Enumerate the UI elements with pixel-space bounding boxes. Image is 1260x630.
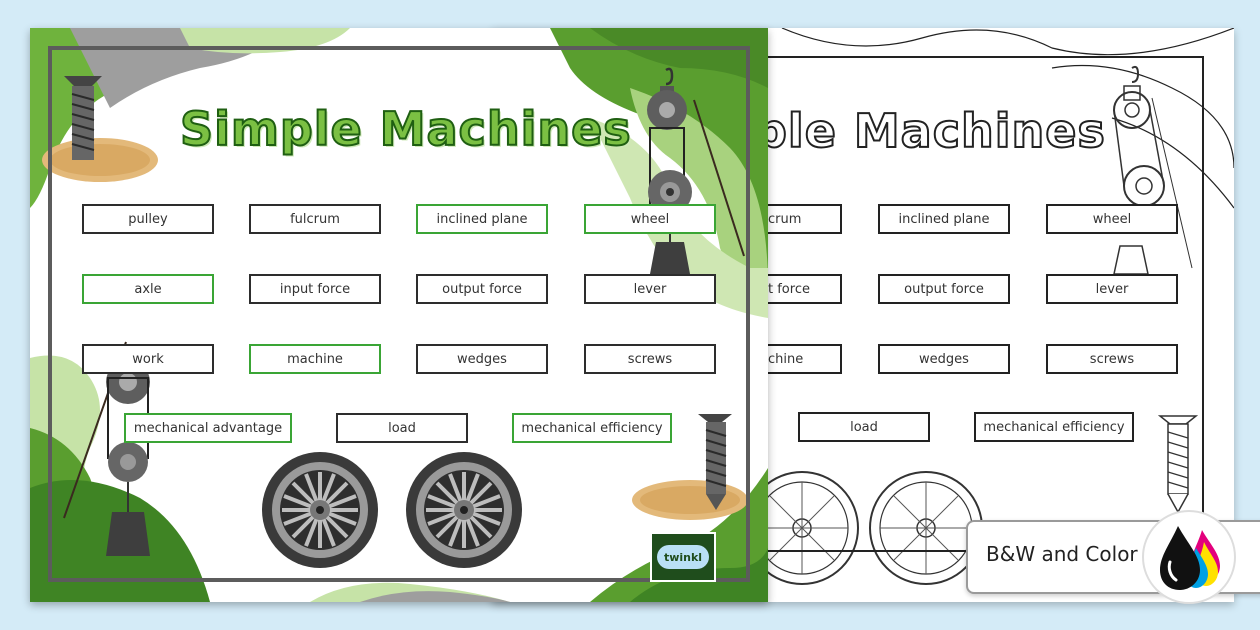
word-box-input-force: input force bbox=[249, 274, 381, 304]
wheel-icon-left bbox=[262, 452, 378, 568]
screw-on-wood-icon bbox=[42, 76, 158, 182]
word-box-mechanical-efficiency: mechanical efficiency bbox=[512, 413, 672, 443]
bw-word-box: mechanical efficiency bbox=[974, 412, 1134, 442]
word-box-output-force: output force bbox=[416, 274, 548, 304]
bw-word-box: output force bbox=[878, 274, 1010, 304]
word-box-wedges: wedges bbox=[416, 344, 548, 374]
word-box-pulley: pulley bbox=[82, 204, 214, 234]
twinkl-logo: twinkl bbox=[650, 532, 716, 582]
word-box-machine: machine bbox=[249, 344, 381, 374]
screw-on-wood-icon bbox=[632, 414, 748, 520]
word-box-inclined-plane: inclined plane bbox=[416, 204, 548, 234]
pulley-icon bbox=[647, 67, 745, 274]
bw-word-box: wheel bbox=[1046, 204, 1178, 234]
word-box-lever: lever bbox=[584, 274, 716, 304]
worksheet-title: Simple Machines bbox=[179, 101, 632, 157]
bw-word-box: inclined plane bbox=[878, 204, 1010, 234]
twinkl-logo-text: twinkl bbox=[657, 545, 709, 569]
bw-word-box: wedges bbox=[878, 344, 1010, 374]
wheel-icon-right bbox=[406, 452, 522, 568]
word-box-screws: screws bbox=[584, 344, 716, 374]
format-badge: B&W and Color bbox=[966, 510, 1260, 604]
word-box-mechanical-advantage: mechanical advantage bbox=[124, 413, 292, 443]
bw-word-box: load bbox=[798, 412, 930, 442]
color-worksheet-border bbox=[48, 46, 750, 582]
bw-worksheet-title: ple Machines bbox=[753, 103, 1106, 159]
bw-word-box: screws bbox=[1046, 344, 1178, 374]
bw-word-box: lever bbox=[1046, 274, 1178, 304]
format-badge-label: B&W and Color bbox=[986, 542, 1138, 566]
bw-background-outlines bbox=[745, 28, 1234, 585]
word-box-wheel: wheel bbox=[584, 204, 716, 234]
bw-screw-icon bbox=[1157, 415, 1199, 514]
word-box-load: load bbox=[336, 413, 468, 443]
color-worksheet-preview: Simple Machines pulley fulcrum inclined … bbox=[30, 28, 768, 602]
word-box-fulcrum: fulcrum bbox=[249, 204, 381, 234]
ink-drops-icon bbox=[1142, 510, 1236, 604]
color-background-shapes bbox=[30, 28, 768, 602]
word-box-work: work bbox=[82, 344, 214, 374]
word-box-axle: axle bbox=[82, 274, 214, 304]
